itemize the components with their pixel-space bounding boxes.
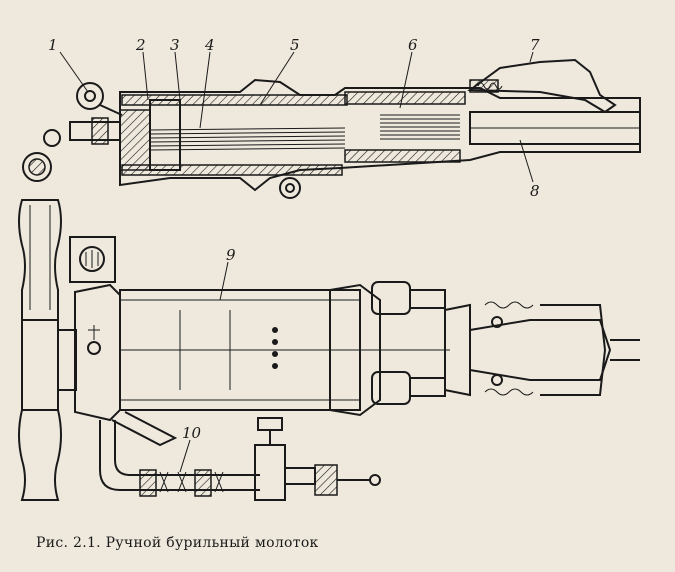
part-label-10: 10 bbox=[182, 424, 202, 442]
part-label-6: 6 bbox=[408, 36, 418, 54]
part-label-4: 4 bbox=[204, 36, 215, 54]
part-label-3: 3 bbox=[170, 36, 180, 54]
chuck-ribs bbox=[380, 114, 460, 140]
figure-caption: Рис. 2.1. Ручной бурильный молоток bbox=[36, 535, 319, 551]
part-label-2: 2 bbox=[135, 36, 146, 54]
piston-lines bbox=[149, 127, 346, 151]
part-label-5: 5 bbox=[290, 36, 300, 54]
side-handle bbox=[18, 152, 77, 501]
hammer-top-view bbox=[69, 236, 640, 422]
part-label-7: 7 bbox=[530, 36, 540, 54]
air-hose bbox=[99, 411, 381, 501]
part-label-9: 9 bbox=[226, 246, 236, 264]
part-label-8: 8 bbox=[530, 182, 540, 200]
leader-lines bbox=[59, 51, 534, 473]
hammer-section bbox=[43, 58, 641, 199]
part-label-1: 1 bbox=[48, 36, 58, 54]
